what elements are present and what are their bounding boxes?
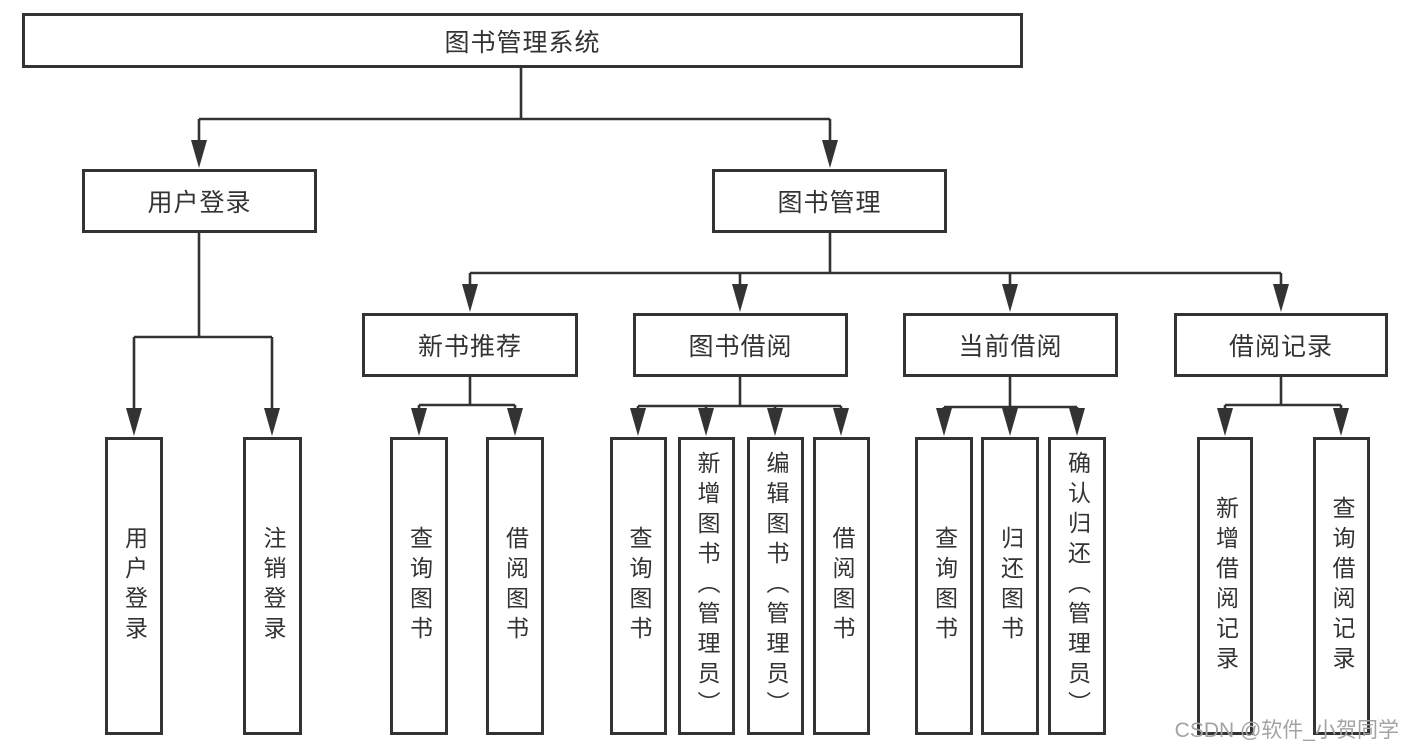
leaf-user-login: 用户登录 xyxy=(105,437,163,735)
leaf-current-confirm-return-admin: 确认归还（管理员） xyxy=(1048,437,1106,735)
arrowhead-icon xyxy=(1273,284,1289,312)
leaf-record-query-borrow-record: 查询借阅记录 xyxy=(1313,437,1370,735)
node-current-borrow: 当前借阅 xyxy=(903,313,1118,377)
arrowhead-icon xyxy=(411,408,427,436)
node-root-system: 图书管理系统 xyxy=(22,13,1023,68)
leaf-borrow-edit-books-admin: 编辑图书（管理员） xyxy=(747,437,804,735)
arrowhead-icon xyxy=(732,284,748,312)
node-book-management: 图书管理 xyxy=(712,169,947,233)
arrowhead-icon xyxy=(462,284,478,312)
arrowhead-icon xyxy=(1217,408,1233,436)
arrowhead-icon xyxy=(191,140,207,168)
node-borrow-records: 借阅记录 xyxy=(1174,313,1388,377)
arrowhead-icon xyxy=(698,408,714,436)
arrowhead-icon xyxy=(1333,408,1349,436)
csdn-watermark: CSDN @软件_小贺同学 xyxy=(1174,719,1399,742)
arrowhead-icon xyxy=(822,140,838,168)
leaf-borrow-borrow-books: 借阅图书 xyxy=(813,437,870,735)
leaf-newbook-query-books: 查询图书 xyxy=(390,437,448,735)
arrowhead-icon xyxy=(1002,284,1018,312)
arrowhead-icon xyxy=(1069,408,1085,436)
arrowhead-icon xyxy=(1002,408,1018,436)
leaf-current-return-books: 归还图书 xyxy=(981,437,1039,735)
arrowhead-icon xyxy=(936,408,952,436)
leaf-newbook-borrow-books: 借阅图书 xyxy=(486,437,544,735)
arrowhead-icon xyxy=(630,408,646,436)
leaf-current-query-books: 查询图书 xyxy=(915,437,973,735)
arrowhead-icon xyxy=(507,408,523,436)
arrowhead-icon xyxy=(833,408,849,436)
leaf-borrow-add-books-admin: 新增图书（管理员） xyxy=(678,437,735,735)
leaf-logout: 注销登录 xyxy=(243,437,302,735)
node-user-login: 用户登录 xyxy=(82,169,317,233)
node-book-borrow: 图书借阅 xyxy=(633,313,848,377)
arrowhead-icon xyxy=(767,408,783,436)
leaf-borrow-query-books: 查询图书 xyxy=(610,437,667,735)
arrowhead-icon xyxy=(264,408,280,436)
arrowhead-icon xyxy=(126,408,142,436)
leaf-record-add-borrow-record: 新增借阅记录 xyxy=(1197,437,1253,735)
node-new-book-recommend: 新书推荐 xyxy=(362,313,578,377)
